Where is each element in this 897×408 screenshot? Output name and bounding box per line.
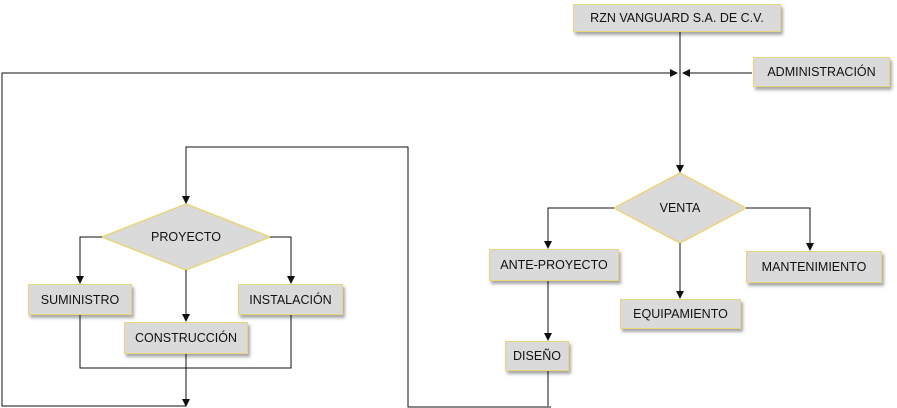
line-venta-mantenimiento: [746, 207, 814, 251]
line-proyecto-suministro: [76, 236, 102, 284]
line-proyecto-instalacion: [270, 236, 295, 284]
instalacion-box: INSTALACIÓN: [238, 284, 343, 315]
equipamiento-box: EQUIPAMIENTO: [620, 299, 741, 329]
administracion-box: ADMINISTRACIÓN: [753, 57, 890, 87]
anteproyecto-box: ANTE-PROYECTO: [489, 249, 619, 281]
suministro-box: SUMINISTRO: [28, 284, 132, 315]
proyecto-label: PROYECTO: [151, 230, 221, 244]
line-venta-anteproyecto: [544, 207, 614, 249]
line-loop-left: [1, 69, 678, 407]
mantenimiento-box: MANTENIMIENTO: [746, 251, 882, 283]
line-loop-proyecto: [182, 146, 551, 408]
diseno-box: DISEÑO: [505, 341, 569, 371]
venta-label: VENTA: [659, 201, 701, 215]
construccion-box: CONSTRUCCIÓN: [124, 322, 248, 354]
company-box: RZN VANGUARD S.A. DE C.V.: [573, 4, 781, 32]
